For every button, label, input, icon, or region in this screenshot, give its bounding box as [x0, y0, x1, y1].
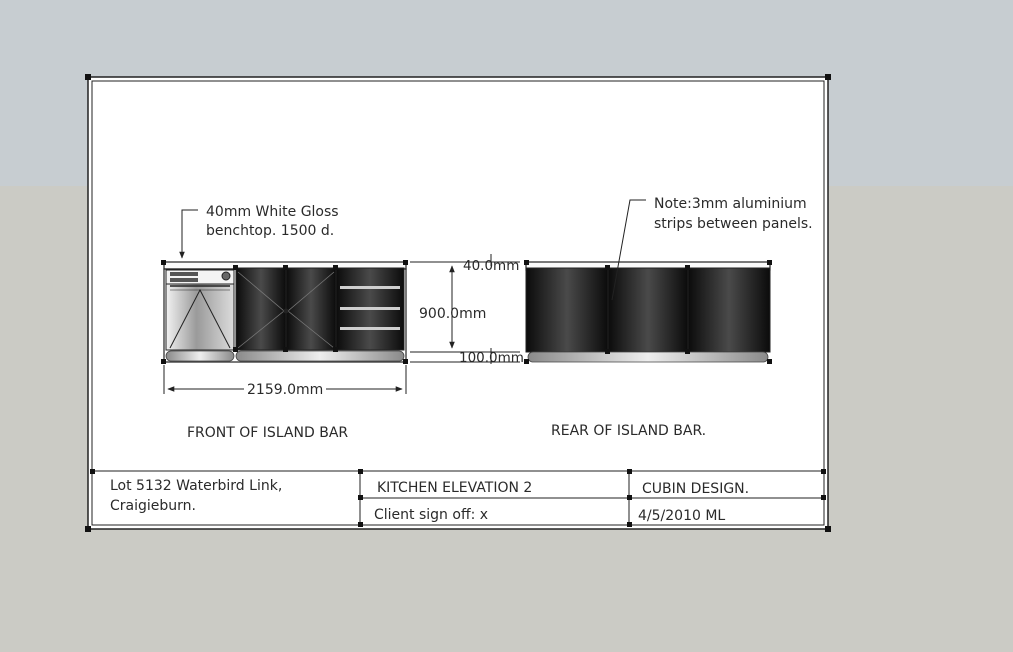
- rear-elevation[interactable]: [524, 260, 772, 364]
- rear-note-line1: Note:3mm aluminium: [654, 196, 807, 212]
- address-line2: Craigieburn.: [110, 498, 196, 514]
- address-line1: Lot 5132 Waterbird Link,: [110, 478, 282, 494]
- dim-top-label: 40.0mm: [463, 258, 519, 274]
- height-dimensions: [410, 254, 520, 364]
- rear-note-line2: strips between panels.: [654, 216, 813, 232]
- front-door-panels: [235, 267, 337, 351]
- front-caption: FRONT OF ISLAND BAR: [187, 425, 348, 441]
- company-name: CUBIN DESIGN.: [642, 481, 749, 497]
- dim-height-label: 900.0mm: [419, 306, 486, 322]
- rear-note-leader: [611, 199, 646, 301]
- front-note-leader: [179, 209, 198, 259]
- dim-width-label: 2159.0mm: [247, 382, 323, 398]
- drawing-title: KITCHEN ELEVATION 2: [377, 480, 532, 496]
- front-elevation[interactable]: [161, 260, 408, 364]
- client-signoff: Client sign off: x: [374, 507, 488, 523]
- front-note-line2: benchtop. 1500 d.: [206, 223, 334, 239]
- rear-caption: REAR OF ISLAND BAR.: [551, 423, 706, 439]
- drawer-stack: [335, 267, 405, 351]
- title-block: [90, 469, 826, 527]
- width-dimension: [163, 365, 407, 394]
- date-initials: 4/5/2010 ML: [638, 508, 725, 524]
- appliance-unit: [165, 269, 235, 351]
- dim-bottom-label: 100.0mm: [459, 350, 524, 366]
- front-note-line1: 40mm White Gloss: [206, 204, 339, 220]
